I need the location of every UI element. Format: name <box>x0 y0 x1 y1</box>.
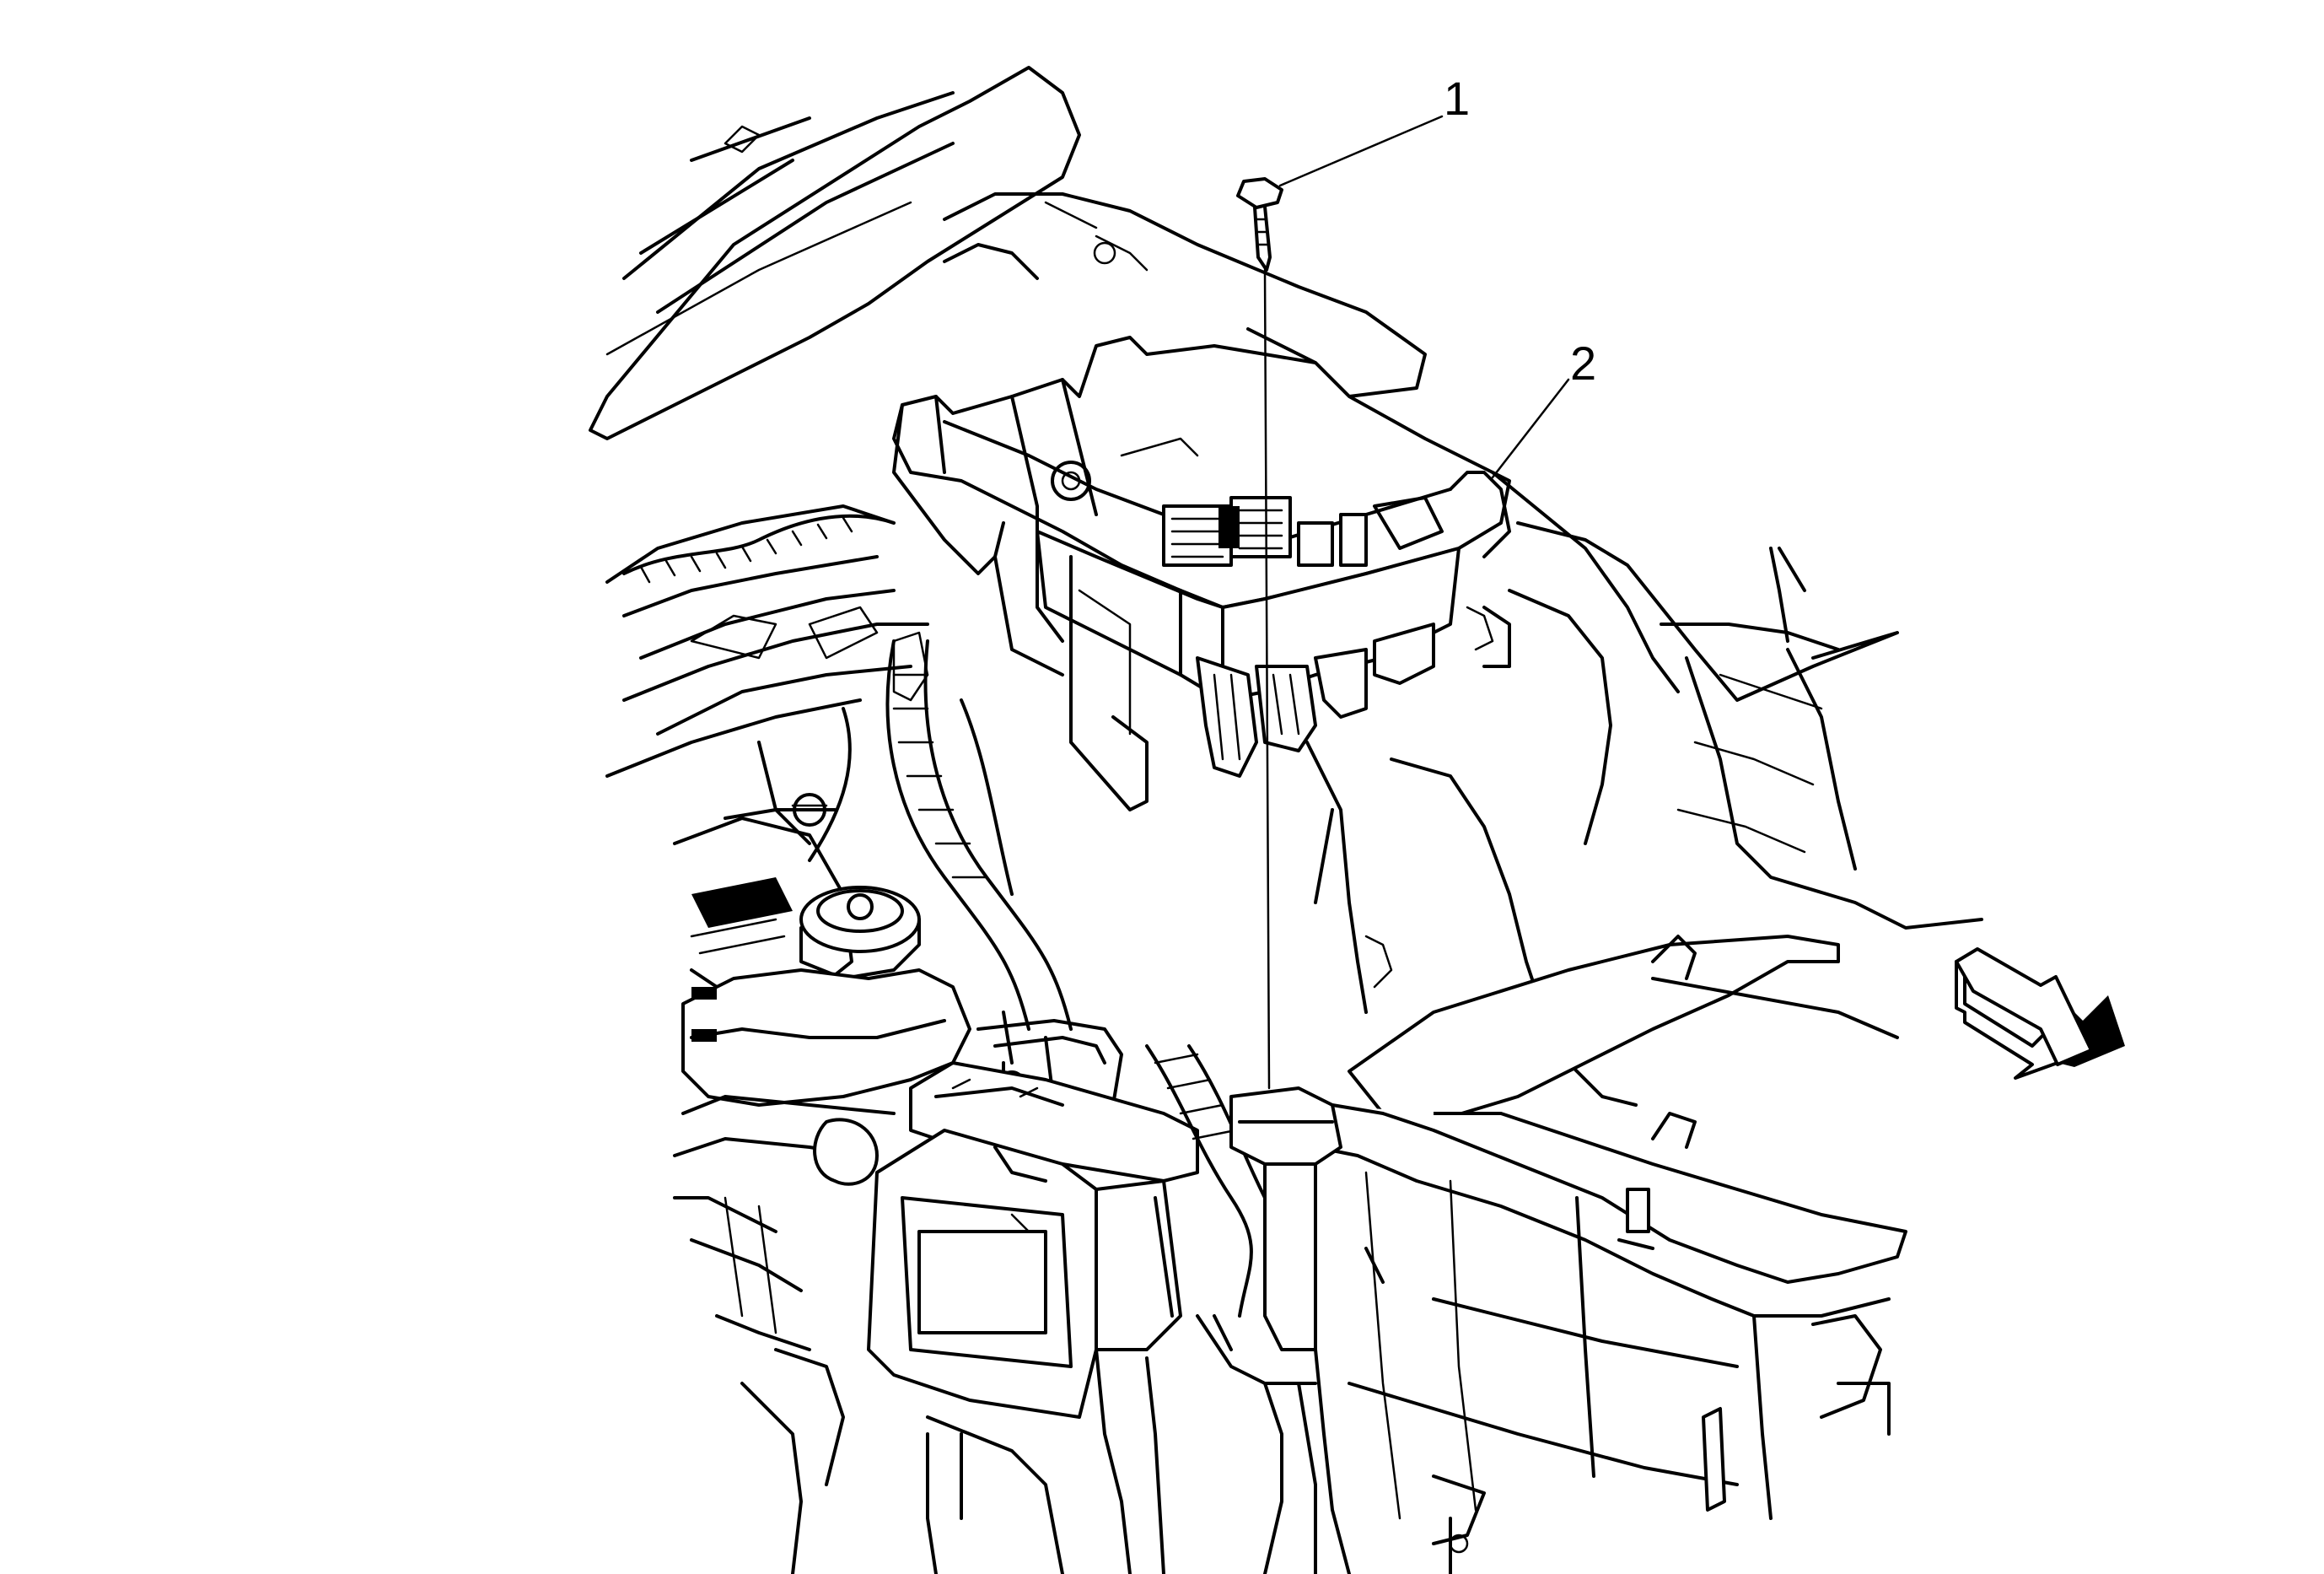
callout-2-leader <box>1491 378 1570 479</box>
fuse-block-assembly <box>892 336 1511 811</box>
engine-and-harness <box>605 504 1342 1574</box>
fuse-block-bolt <box>1236 177 1283 272</box>
callout-1-label: 1 <box>1444 72 1470 125</box>
fender-liner <box>1305 471 1983 1107</box>
forward-arrow-icon <box>1955 947 2125 1080</box>
callout-1-leader <box>1278 115 1444 187</box>
callout-2-label: 2 <box>1570 337 1596 390</box>
air-cleaner-housing <box>1314 935 1907 1574</box>
bolt-alignment-line <box>1263 268 1271 1090</box>
cowl-panel <box>589 66 1081 440</box>
